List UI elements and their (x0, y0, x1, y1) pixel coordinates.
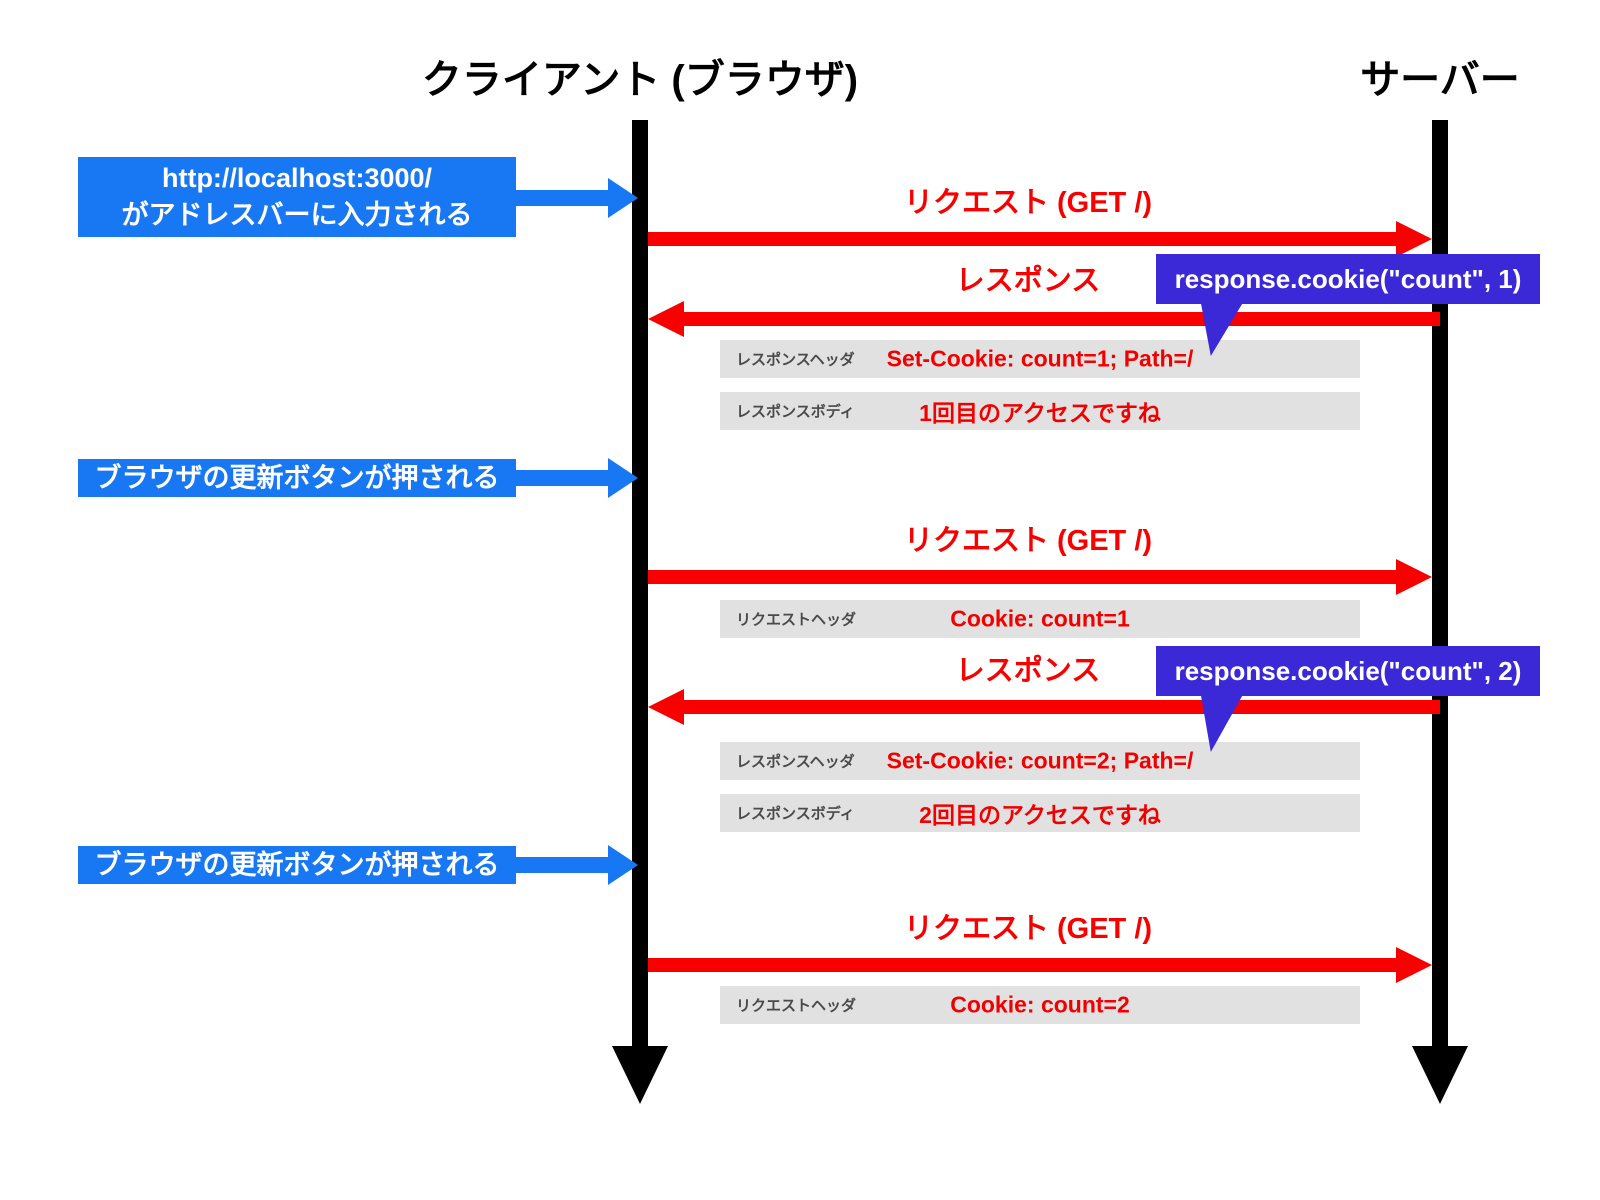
info-box-request-header-2: リクエストヘッダ Cookie: count=2 (720, 986, 1360, 1024)
event-arrow-stem (516, 190, 610, 206)
code-callout-set-cookie-2: response.cookie("count", 2) (1156, 646, 1540, 696)
request-arrow-head-icon (1396, 221, 1432, 257)
request-label: リクエスト (GET /) (903, 525, 1153, 557)
info-box-response-header-1: レスポンスヘッダ Set-Cookie: count=1; Path=/ (720, 340, 1360, 378)
event-text-line1: ブラウザの更新ボタンが押される (94, 462, 500, 493)
event-text-line2: がアドレスバーに入力される (121, 200, 473, 230)
response-arrow-stem (684, 700, 1440, 714)
request-arrow-stem (648, 232, 1396, 246)
info-box-value: Cookie: count=2 (950, 991, 1130, 1018)
request-arrow-head-icon (1396, 559, 1432, 595)
info-box-label: レスポンスボディ (736, 403, 855, 421)
info-box-label: レスポンスヘッダ (736, 753, 855, 771)
event-text-line1: ブラウザの更新ボタンが押される (94, 849, 500, 880)
info-box-response-header-2: レスポンスヘッダ Set-Cookie: count=2; Path=/ (720, 742, 1360, 780)
info-box-label: リクエストヘッダ (736, 611, 857, 629)
response-label: レスポンス (955, 265, 1101, 297)
lifeline-client-arrowhead-icon (612, 1046, 668, 1104)
event-arrow-head-icon (608, 178, 638, 218)
code-text: response.cookie("count", 2) (1174, 655, 1522, 686)
request-arrow-head-icon (1396, 947, 1432, 983)
client-event-refresh-1: ブラウザの更新ボタンが押される (78, 459, 516, 497)
response-label: レスポンス (955, 655, 1101, 687)
info-box-label: リクエストヘッダ (736, 997, 857, 1015)
request-label: リクエスト (GET /) (903, 913, 1153, 945)
event-arrow-head-icon (608, 845, 638, 885)
code-text: response.cookie("count", 1) (1174, 263, 1522, 294)
info-box-value: 2回目のアクセスですね (919, 802, 1161, 828)
info-box-value: Cookie: count=1 (950, 605, 1130, 632)
request-arrow-stem (648, 958, 1396, 972)
lifeline-server-arrowhead-icon (1412, 1046, 1468, 1104)
response-arrow-stem (684, 312, 1440, 326)
info-box-request-header-1: リクエストヘッダ Cookie: count=1 (720, 600, 1360, 638)
info-box-label: レスポンスヘッダ (736, 351, 855, 369)
request-label: リクエスト (GET /) (903, 187, 1153, 219)
client-event-refresh-2: ブラウザの更新ボタンが押される (78, 846, 516, 884)
actor-title-server: サーバー (1360, 58, 1520, 102)
actor-title-client: クライアント (ブラウザ) (421, 58, 859, 102)
info-box-value: Set-Cookie: count=1; Path=/ (886, 345, 1194, 372)
client-event-url-entered: http://localhost:3000/ がアドレスバーに入力される (78, 157, 516, 237)
event-arrow-head-icon (608, 458, 638, 498)
event-arrow-stem (516, 857, 610, 873)
info-box-label: レスポンスボディ (736, 805, 855, 823)
event-text-line1: http://localhost:3000/ (161, 163, 433, 193)
event-arrow-stem (516, 470, 610, 486)
info-box-response-body-2: レスポンスボディ 2回目のアクセスですね (720, 794, 1360, 832)
response-arrow-head-icon (648, 689, 684, 725)
code-callout-set-cookie-1: response.cookie("count", 1) (1156, 254, 1540, 304)
info-box-response-body-1: レスポンスボディ 1回目のアクセスですね (720, 392, 1360, 430)
lifeline-client (632, 120, 648, 1048)
lifeline-server (1432, 120, 1448, 1048)
info-box-value: Set-Cookie: count=2; Path=/ (886, 747, 1194, 774)
info-box-value: 1回目のアクセスですね (919, 400, 1161, 426)
request-arrow-stem (648, 570, 1396, 584)
response-arrow-head-icon (648, 301, 684, 337)
